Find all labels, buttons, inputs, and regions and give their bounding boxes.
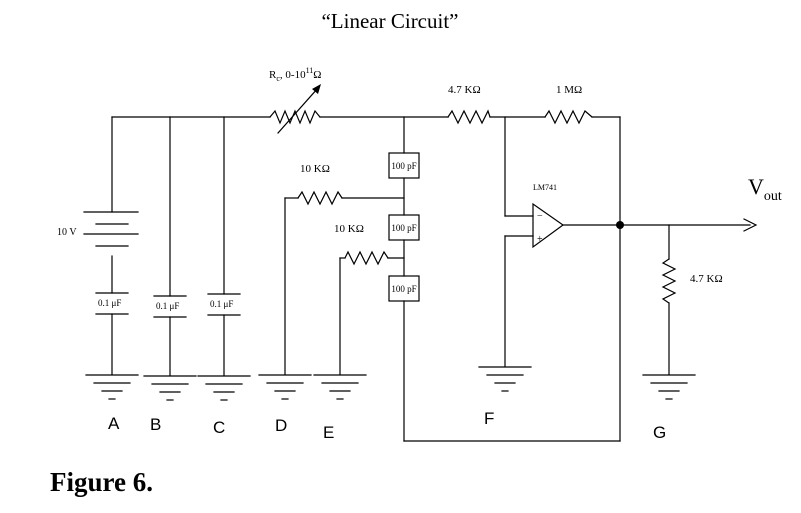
cap-a-label: 0.1 μF xyxy=(98,298,121,308)
branch-e xyxy=(313,250,405,400)
cap-c-label: 0.1 μF xyxy=(210,299,233,309)
rc-label: Rc, 0-1011Ω xyxy=(269,66,321,83)
node-label-e: E xyxy=(323,423,334,442)
cap-100p-2-label: 100 pF xyxy=(391,223,416,233)
node-label-g: G xyxy=(653,423,666,442)
resistor-10k-lower-label: 10 KΩ xyxy=(334,223,364,235)
node-label-d: D xyxy=(275,416,287,435)
resistor-4k7-out-label: 4.7 KΩ xyxy=(690,273,723,285)
cap-100p-1-label: 100 pF xyxy=(391,161,416,171)
variable-resistor-rc xyxy=(269,84,321,134)
figure-caption: Figure 6. xyxy=(50,467,153,497)
resistor-10k-upper-label: 10 KΩ xyxy=(300,163,330,175)
opamp-minus: − xyxy=(537,211,543,222)
opamp-lm741 xyxy=(478,116,565,392)
cap-b-label: 0.1 μF xyxy=(156,301,179,311)
node-label-a: A xyxy=(108,414,120,433)
branch-b xyxy=(143,116,197,401)
vout-label: Vout xyxy=(748,174,782,204)
resistor-4k7-top xyxy=(447,109,491,125)
cap-100p-3-label: 100 pF xyxy=(391,284,416,294)
resistor-4k7-top-label: 4.7 KΩ xyxy=(448,84,481,96)
opamp-label: LM741 xyxy=(533,183,557,192)
node-label-c: C xyxy=(213,418,225,437)
branch-d xyxy=(258,190,405,400)
node-label-f: F xyxy=(484,409,494,428)
battery-label: 10 V xyxy=(57,227,77,238)
resistor-1m-label: 1 MΩ xyxy=(556,84,582,96)
diagram-title: “Linear Circuit” xyxy=(321,9,458,33)
output-network xyxy=(562,116,758,442)
branch-a xyxy=(83,116,139,400)
resistor-1m xyxy=(544,109,593,125)
branch-c xyxy=(197,116,251,401)
node-label-b: B xyxy=(150,415,161,434)
opamp-plus: + xyxy=(537,234,543,245)
